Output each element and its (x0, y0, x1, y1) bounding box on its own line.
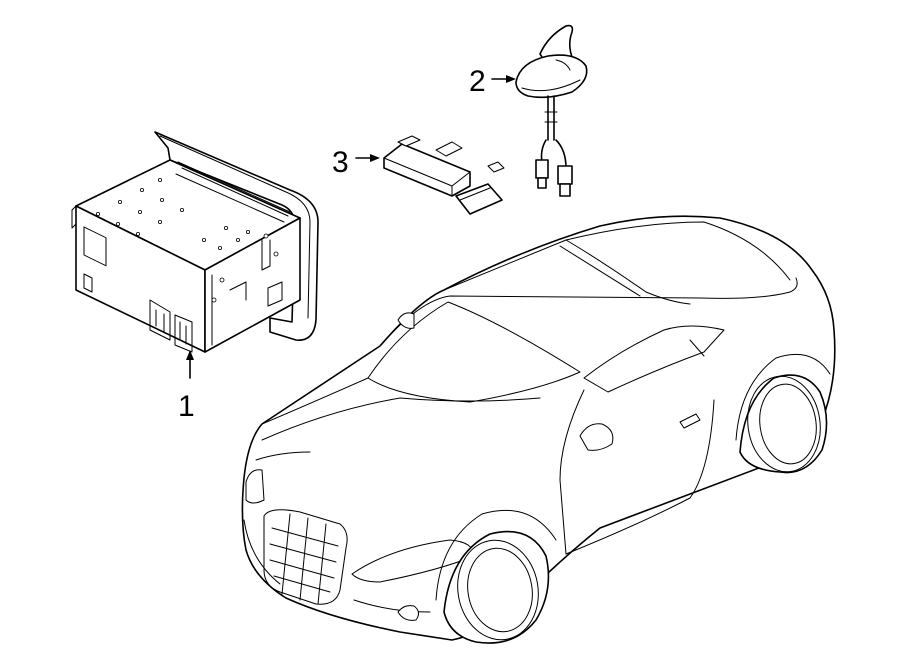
vehicle-outline (241, 215, 836, 644)
callout-2: 2 (469, 65, 486, 98)
callout-1: 1 (178, 390, 195, 423)
callout-3: 3 (332, 146, 349, 179)
antenna-module (355, 135, 505, 215)
roof-antenna (491, 24, 588, 197)
radio-head-unit (71, 131, 319, 379)
